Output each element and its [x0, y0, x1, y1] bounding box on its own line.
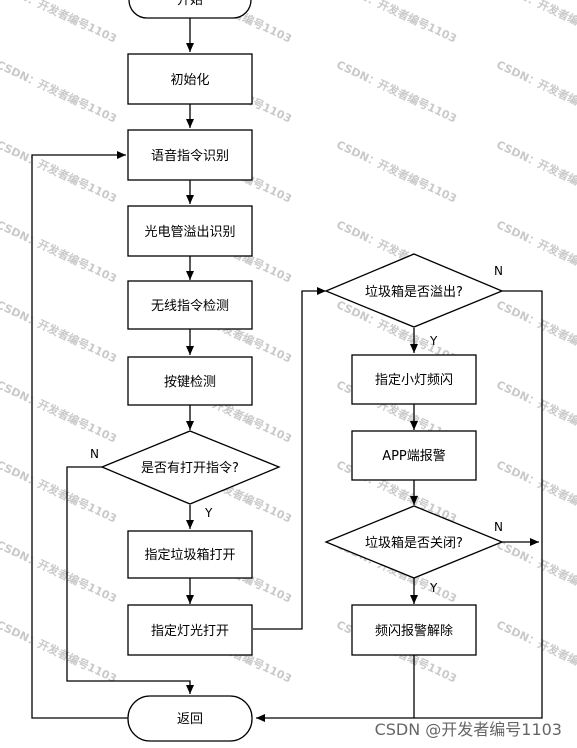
- watermark-text: CSDN：开发者编号1103: [0, 617, 119, 685]
- watermark-text: CSDN：开发者编号1103: [494, 537, 577, 605]
- node-start-label: 开始: [177, 0, 203, 8]
- node-start: 开始: [128, 0, 252, 19]
- node-blink-label: 指定小灯频闪: [375, 373, 453, 388]
- node-wireless: 无线指令检测: [127, 280, 253, 330]
- label-yes-open: Y: [204, 506, 213, 520]
- node-init: 初始化: [127, 53, 253, 105]
- label-yes-closed: Y: [429, 581, 438, 595]
- node-key: 按键检测: [127, 356, 253, 406]
- edge-loop-back: [31, 151, 128, 719]
- node-open-bin-label: 指定垃圾箱打开: [144, 547, 235, 563]
- edge-no-command-return: [66, 466, 194, 694]
- edge-no-overflow-return: [256, 290, 543, 722]
- node-light-on-label: 指定灯光打开: [151, 624, 229, 639]
- node-clear-alarm-label: 频闪报警解除: [375, 623, 453, 639]
- decision-overflow: 垃圾箱是否溢出?: [324, 253, 504, 328]
- node-app-alarm: APP端报警: [351, 430, 477, 481]
- node-photo-label: 光电管溢出识别: [144, 225, 235, 240]
- decision-open-label: 是否有打开指令?: [141, 461, 239, 476]
- watermark-text: CSDN：开发者编号1103: [0, 0, 119, 45]
- label-yes-overflow: Y: [429, 334, 438, 348]
- decision-open: 是否有打开指令?: [100, 430, 281, 505]
- watermark-text: CSDN：开发者编号1103: [0, 377, 119, 445]
- watermark-text: CSDN：开发者编号1103: [494, 137, 577, 205]
- node-voice-label: 语音指令识别: [151, 148, 229, 164]
- credit-text: CSDN @开发者编号1103: [375, 720, 562, 739]
- watermark-text: CSDN：开发者编号1103: [334, 0, 459, 45]
- label-no-open: N: [90, 447, 99, 461]
- edges: [31, 18, 543, 722]
- node-blink: 指定小灯频闪: [351, 354, 477, 405]
- node-key-label: 按键检测: [164, 375, 216, 390]
- watermark-text: CSDN：开发者编号1103: [494, 57, 577, 125]
- node-return: 返回: [127, 695, 253, 742]
- watermark-text: CSDN：开发者编号1103: [494, 377, 577, 445]
- decision-closed-label: 垃圾箱是否关闭?: [365, 535, 463, 551]
- watermark-text: CSDN：开发者编号1103: [494, 0, 577, 45]
- watermark-text: CSDN：开发者编号1103: [0, 297, 119, 365]
- watermark-text: CSDN：开发者编号1103: [494, 297, 577, 365]
- watermark-text: CSDN：开发者编号1103: [494, 457, 577, 525]
- node-photo: 光电管溢出识别: [127, 205, 253, 257]
- watermark-text: CSDN：开发者编号1103: [494, 617, 577, 685]
- node-return-label: 返回: [177, 712, 203, 727]
- node-init-label: 初始化: [170, 73, 209, 88]
- watermark-text: CSDN：开发者编号1103: [0, 217, 119, 285]
- node-clear-alarm: 频闪报警解除: [351, 604, 477, 656]
- node-wireless-label: 无线指令检测: [151, 299, 229, 314]
- label-no-overflow: N: [494, 264, 503, 278]
- edge-light-overflow: [253, 287, 326, 630]
- decision-closed: 垃圾箱是否关闭?: [324, 505, 504, 579]
- decision-overflow-label: 垃圾箱是否溢出?: [365, 284, 463, 300]
- node-voice: 语音指令识别: [127, 129, 253, 181]
- node-light-on: 指定灯光打开: [127, 604, 253, 656]
- watermark-text: CSDN：开发者编号1103: [0, 537, 119, 605]
- node-app-alarm-label: APP端报警: [382, 448, 446, 464]
- label-no-closed: N: [494, 520, 503, 534]
- watermark-text: CSDN：开发者编号1103: [494, 217, 577, 285]
- watermark-text: CSDN：开发者编号1103: [334, 137, 459, 205]
- watermark-text: CSDN：开发者编号1103: [334, 57, 459, 125]
- watermark-text: CSDN：开发者编号1103: [0, 137, 119, 205]
- watermark-text: CSDN：开发者编号1103: [0, 57, 119, 125]
- node-open-bin: 指定垃圾箱打开: [127, 530, 253, 579]
